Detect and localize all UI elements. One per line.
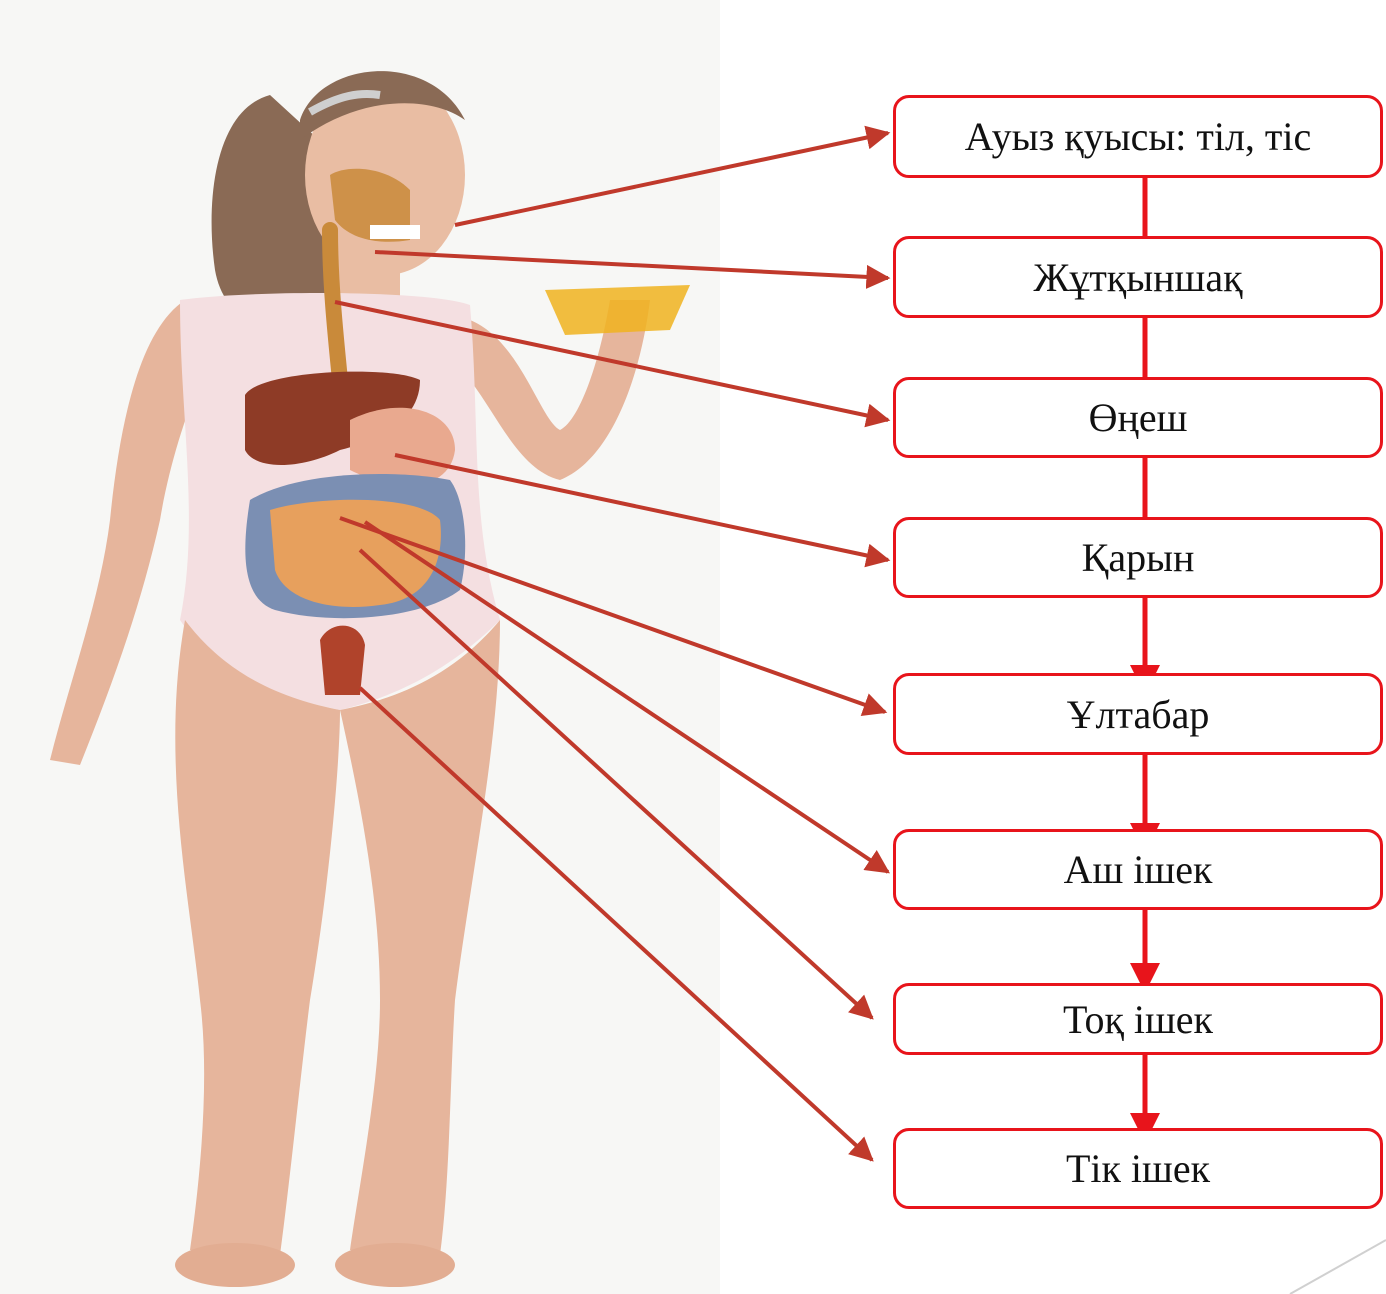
step-box-pharynx: Жұтқыншақ: [893, 236, 1383, 318]
step-box-duodenum: Ұлтабар: [893, 673, 1383, 755]
step-box-small-intestine: Аш ішек: [893, 829, 1383, 910]
step-label-esophagus: Өңеш: [1089, 394, 1188, 441]
step-box-mouth: Ауыз қуысы: тіл, тіс: [893, 95, 1383, 178]
step-label-stomach: Қарын: [1082, 534, 1195, 581]
step-label-small-intestine: Аш ішек: [1064, 846, 1213, 893]
step-label-rectum: Тік ішек: [1066, 1145, 1210, 1192]
left-foot: [175, 1243, 295, 1287]
step-label-pharynx: Жұтқыншақ: [1033, 254, 1242, 301]
step-box-stomach: Қарын: [893, 517, 1383, 598]
step-box-rectum: Тік ішек: [893, 1128, 1383, 1209]
juice-glass: [545, 285, 690, 335]
rectum-organ: [320, 626, 365, 695]
right-foot: [335, 1243, 455, 1287]
step-label-mouth: Ауыз қуысы: тіл, тіс: [965, 113, 1312, 160]
step-label-large-intestine: Тоқ ішек: [1063, 996, 1213, 1043]
step-box-large-intestine: Тоқ ішек: [893, 983, 1383, 1055]
slide-corner-line: [1290, 1240, 1386, 1294]
teeth: [370, 225, 420, 239]
step-box-esophagus: Өңеш: [893, 377, 1383, 458]
stomach-organ: [350, 408, 455, 486]
step-label-duodenum: Ұлтабар: [1067, 691, 1210, 738]
